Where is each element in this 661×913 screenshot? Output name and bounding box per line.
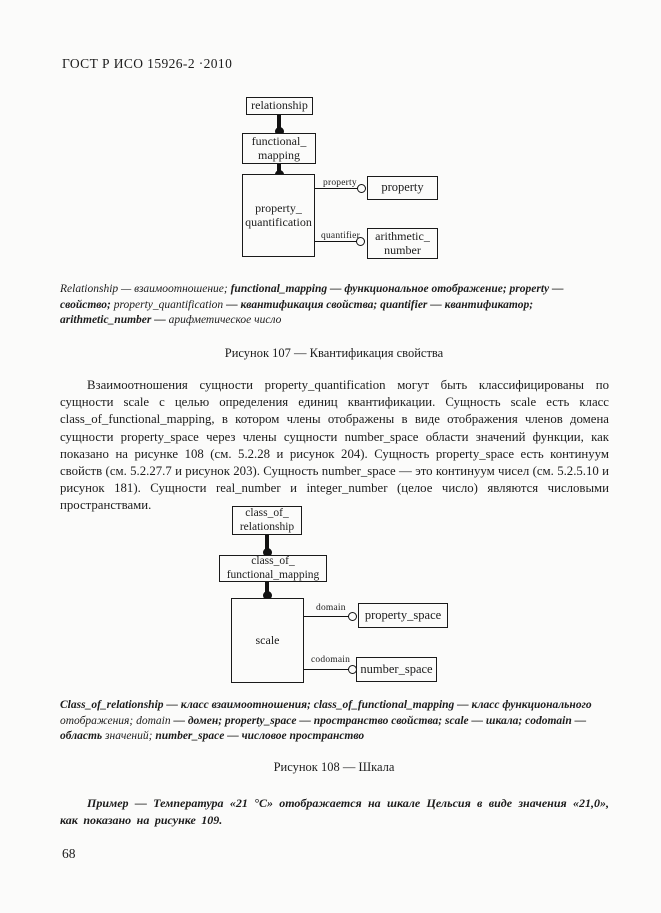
connector-dot-icon: [275, 127, 284, 136]
connector-label-codomain: codomain: [311, 655, 351, 665]
attribute-connector-line: [315, 188, 358, 190]
figure-108-caption: Рисунок 108 — Шкала: [273, 760, 395, 774]
connector-dot-icon: [263, 548, 272, 557]
figure-108-legend: Class_of_relationship — класс взаимоотно…: [60, 698, 610, 745]
figure-107-legend: Relationship — взаимоотношение; function…: [60, 282, 610, 329]
document-header: ГОСТ Р ИСО 15926-2 ·2010: [62, 56, 233, 71]
box-property: property: [367, 176, 438, 200]
aggregation-circle-icon: [356, 237, 365, 246]
legend-segment: арифметическое число: [168, 314, 282, 326]
connector-label-quantifier: quantifier: [321, 231, 360, 241]
box-relationship: relationship: [246, 97, 313, 115]
box-arithmetic-number: arithmetic_ number: [367, 228, 438, 259]
connector-label-domain: domain: [316, 603, 346, 613]
page-number: 68: [62, 846, 76, 861]
legend-segment: property_quantification: [113, 298, 227, 311]
example-paragraph: Пример — Температура «21 °С» отображаетс…: [60, 796, 609, 827]
legend-segment: functional_mapping — функциональное отоб…: [60, 283, 564, 311]
supertype-connector-line: [265, 582, 269, 598]
box-scale: scale: [231, 598, 304, 683]
legend-segment: Class_of_relationship — класс взаимоотно…: [60, 699, 592, 711]
body-paragraph: Взаимоотношения сущности property_quanti…: [60, 378, 609, 513]
attribute-connector-line: [315, 241, 357, 243]
legend-segment: отображения; domain: [60, 714, 174, 727]
legend-segment: number_space — числовое пространство: [155, 730, 365, 742]
box-class-of-functional-mapping: class_of_ functional_mapping: [219, 555, 327, 582]
legend-segment: Relationship — взаимоотношение;: [60, 283, 231, 295]
legend-segment: значений;: [105, 730, 156, 742]
supertype-connector-line: [265, 535, 269, 555]
box-property-space: property_space: [358, 603, 448, 628]
attribute-connector-line: [304, 669, 349, 671]
box-class-of-relationship: class_of_ relationship: [232, 506, 302, 535]
figure-107-caption: Рисунок 107 — Квантификация свойства: [224, 346, 444, 360]
attribute-connector-line: [304, 616, 349, 618]
connector-label-property: property: [323, 178, 357, 188]
legend-segment: — квантификация свойства; quantifier — к…: [60, 298, 534, 327]
box-property-quantification: property_ quantification: [242, 174, 315, 257]
legend-segment: — домен; property_space — пространство с…: [60, 714, 587, 743]
aggregation-circle-icon: [357, 184, 366, 193]
aggregation-circle-icon: [348, 612, 357, 621]
connector-dot-icon: [263, 591, 272, 600]
supertype-connector-line: [277, 115, 281, 135]
box-number-space: number_space: [356, 657, 437, 682]
box-functional-mapping: functional_ mapping: [242, 133, 316, 164]
